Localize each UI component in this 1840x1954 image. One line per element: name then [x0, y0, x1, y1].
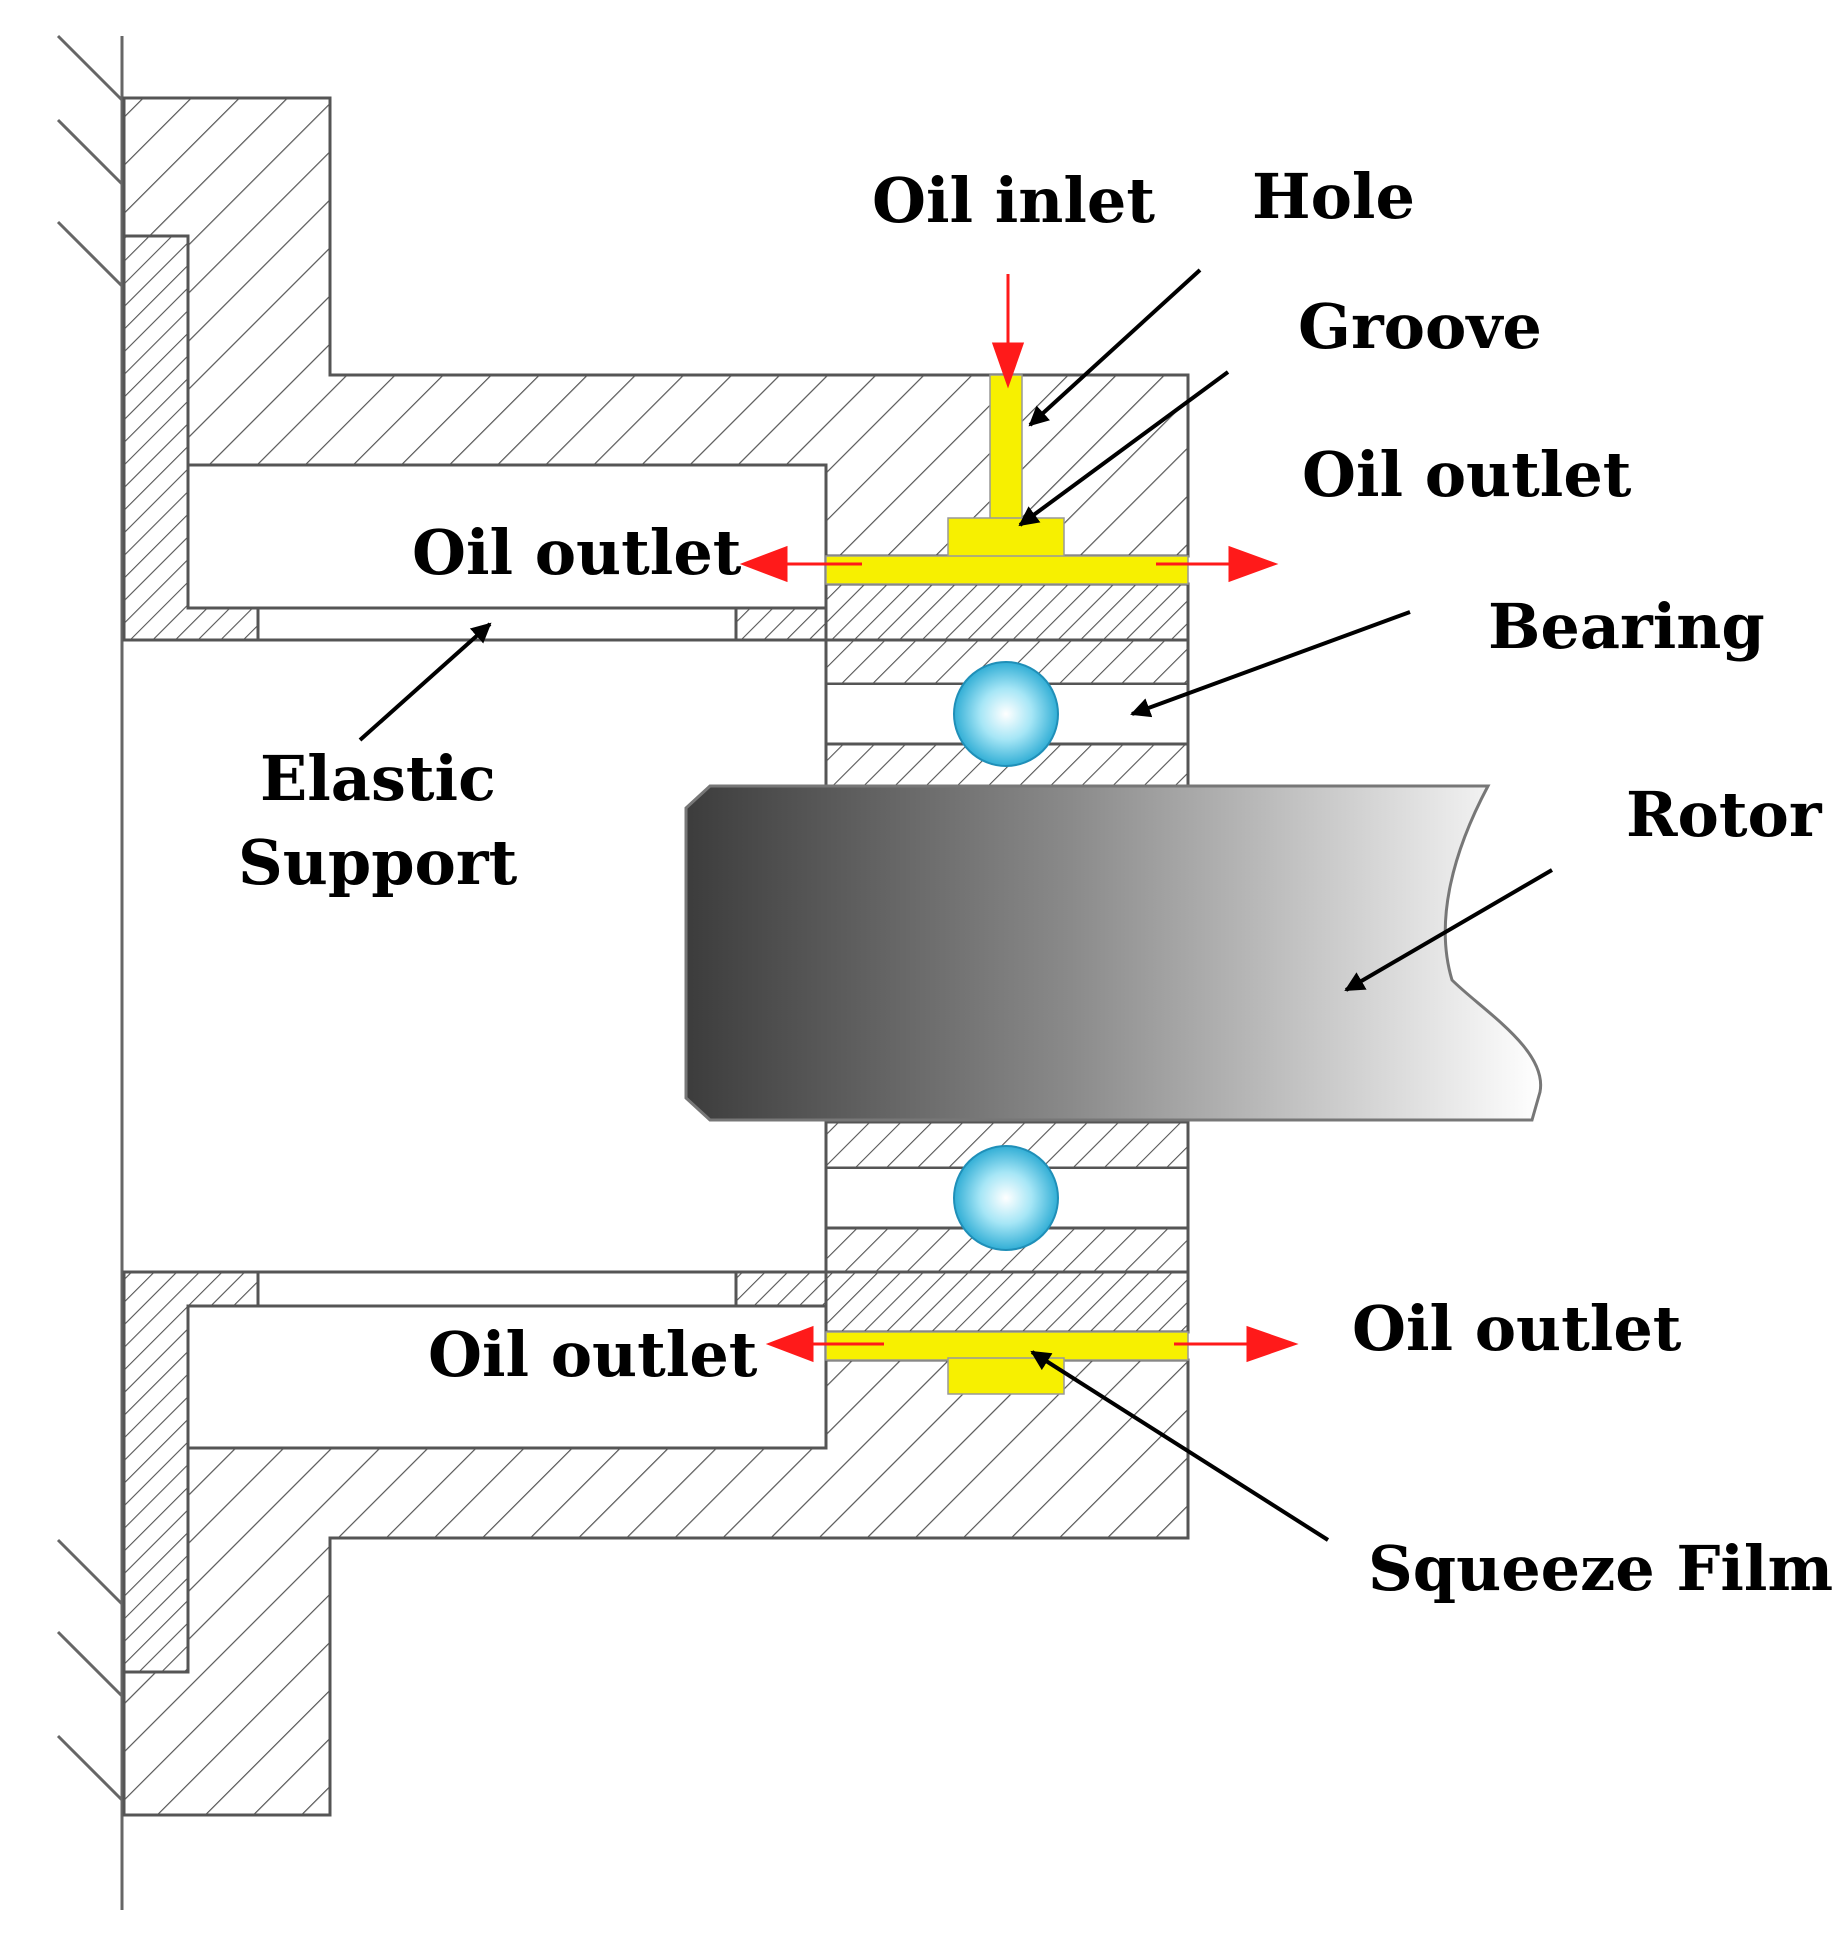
- leader-arrows: [358, 268, 1554, 1542]
- lower-bearing-ball: [953, 1145, 1059, 1251]
- upper-slot: [186, 463, 828, 610]
- label-oil-outlet-top-left: Oil outlet: [412, 516, 742, 589]
- lower-outer-sleeve: [824, 1270, 1190, 1334]
- upper-oil-film: [825, 374, 1189, 585]
- label-oil-outlet-bottom-left: Oil outlet: [428, 1318, 758, 1391]
- label-bearing: Bearing: [1488, 590, 1765, 663]
- ground-wall: [56, 34, 124, 1910]
- label-support: Support: [238, 826, 518, 899]
- upper-bearing-ball: [953, 661, 1059, 767]
- upper-outer-sleeve: [824, 582, 1190, 642]
- label-oil-outlet-bottom-right: Oil outlet: [1352, 1292, 1682, 1365]
- label-squeeze-film: Squeeze Film: [1368, 1532, 1833, 1605]
- lower-support-flange-right: [734, 1270, 828, 1308]
- rotor-shaft: [684, 784, 1543, 1122]
- label-oil-outlet-top-right: Oil outlet: [1302, 438, 1632, 511]
- upper-elastic-strip: [256, 606, 738, 642]
- label-rotor: Rotor: [1626, 778, 1823, 851]
- label-hole: Hole: [1252, 160, 1415, 233]
- lower-slot: [186, 1304, 828, 1450]
- label-groove: Groove: [1298, 290, 1542, 363]
- lower-elastic-strip: [256, 1270, 738, 1308]
- label-oil-inlet: Oil inlet: [872, 164, 1155, 237]
- lower-oil-film: [825, 1331, 1189, 1395]
- upper-support-flange-right: [734, 606, 828, 642]
- flow-arrows: [739, 274, 1299, 1363]
- label-elastic: Elastic: [260, 742, 496, 815]
